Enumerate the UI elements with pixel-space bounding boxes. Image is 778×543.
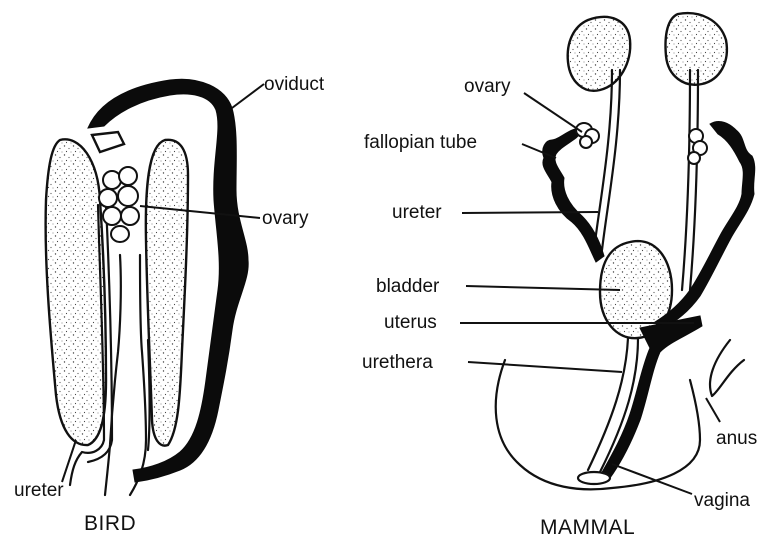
mammal-uterus [600,316,702,478]
mammal-left-fallopian-tube [543,128,604,262]
leader-bird-oviduct [232,84,264,108]
label-mammal-uterus: uterus [384,312,437,333]
label-bird-oviduct: oviduct [264,74,325,95]
bird-center-body-right [130,255,146,495]
leader-mammal-ovary [524,93,582,132]
mammal-right-ovary [688,129,707,164]
mammal-right-ureter-inner [690,70,698,290]
mammal-diagram [496,13,755,489]
label-mammal-urethera: urethera [362,352,433,373]
mammal-body-outline [496,360,700,489]
mammal-vaginal-opening [578,472,610,484]
leader-bird-ureter [62,440,76,482]
label-bird-ureter: ureter [14,480,64,501]
leader-mammal-anus [706,398,720,422]
leader-mammal-vagina [612,464,692,494]
caption-bird: BIRD [84,512,136,535]
bird-right-kidney [146,140,188,446]
label-mammal-bladder: bladder [376,276,440,297]
leader-mammal-urethera [468,362,622,372]
label-bird-ovary: ovary [262,208,309,229]
mammal-left-ureter [594,70,612,250]
leader-mammal-bladder [466,286,620,290]
caption-mammal: MAMMAL [540,516,635,539]
bird-center-body [105,255,121,495]
label-mammal-anus: anus [716,428,757,449]
mammal-right-kidney [666,13,727,85]
label-mammal-vagina: vagina [694,490,750,511]
bird-ovary [99,167,139,242]
leader-mammal-ureter [462,212,598,213]
label-mammal-ureter: ureter [392,202,442,223]
bird-oviduct-opening [92,132,124,152]
label-mammal-fallopian-tube: fallopian tube [364,132,477,153]
bird-left-kidney [46,139,106,445]
mammal-anus [710,340,744,396]
bird-diagram [46,79,249,495]
mammal-right-ureter [682,70,690,290]
bird-right-ureter [148,340,150,450]
mammal-left-ovary [576,123,599,148]
label-mammal-ovary: ovary [464,76,511,97]
